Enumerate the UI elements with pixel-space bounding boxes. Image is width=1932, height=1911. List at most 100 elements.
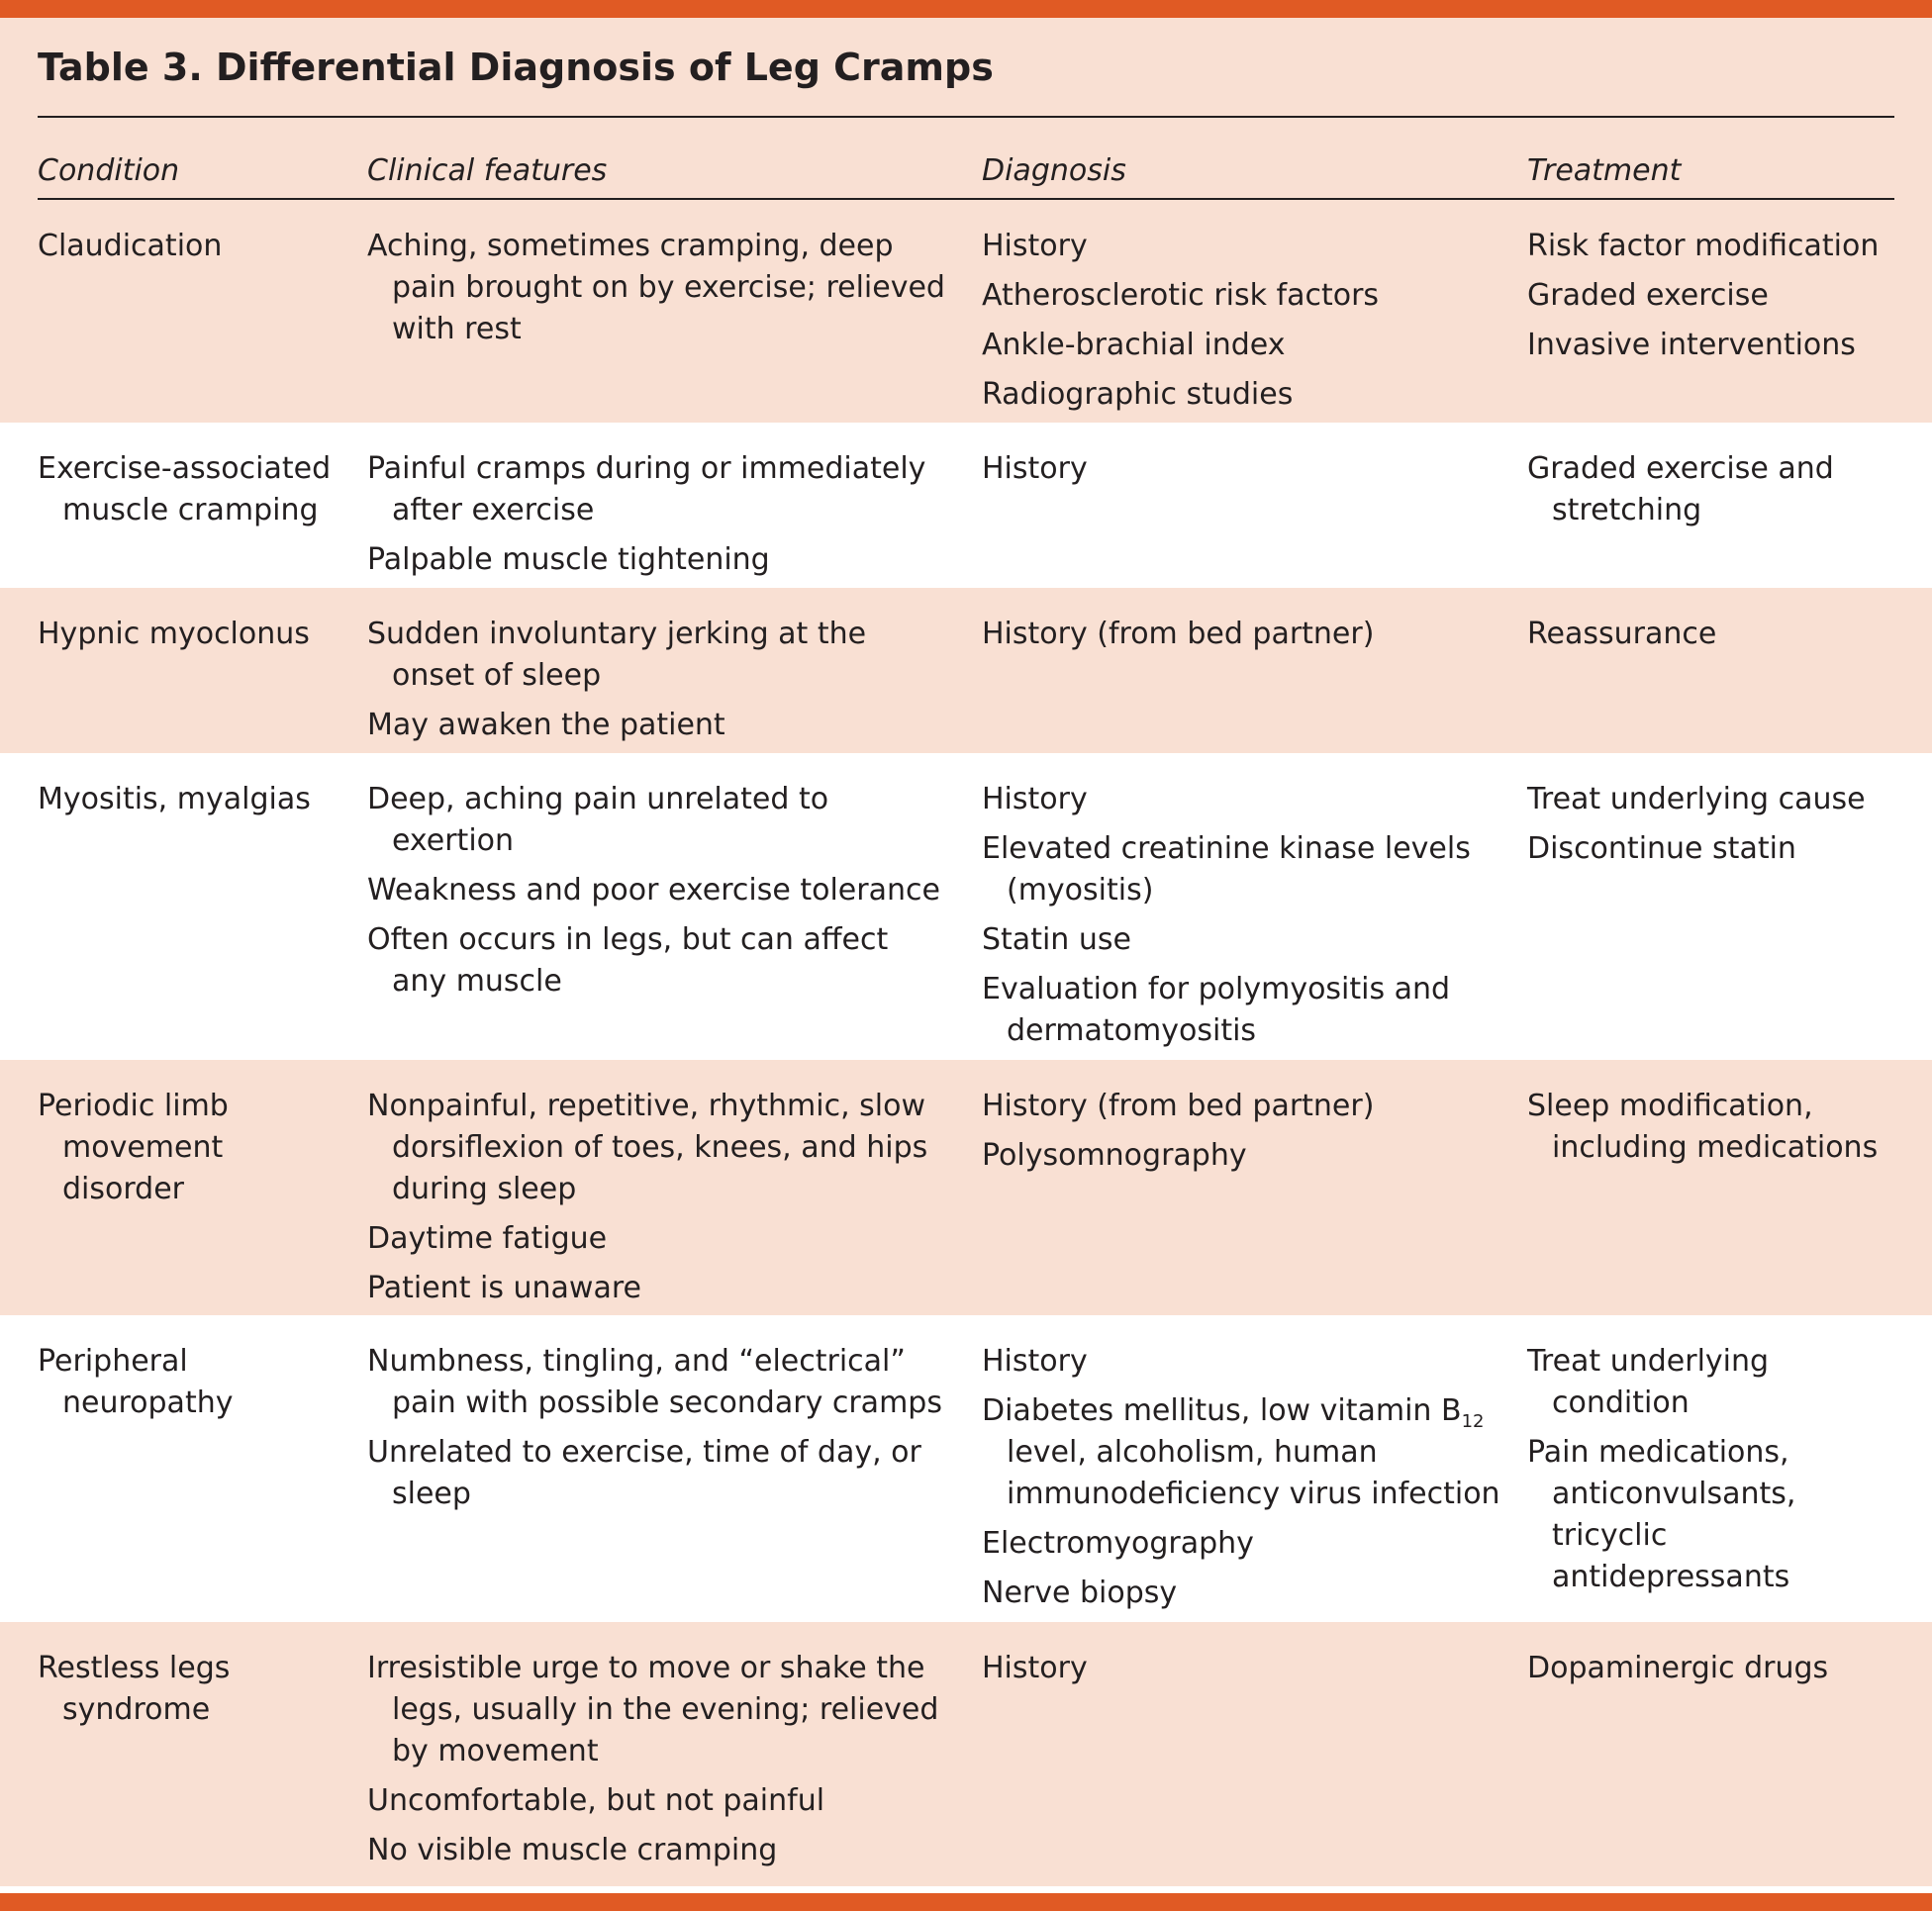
subscript: 12 (1461, 1411, 1485, 1432)
list-item: Palpable muscle tightening (367, 542, 770, 577)
list-item: Daytime fatigue (367, 1221, 608, 1256)
table-row: Periodic limb movement disorder Nonpainfu… (0, 1060, 1932, 1315)
list-item: History (from bed partner) (982, 1089, 1375, 1123)
list-item: Discontinue statin (1527, 831, 1796, 866)
column-header-treatment: Treatment (1527, 153, 1682, 188)
list-item: Invasive interventions (1527, 328, 1856, 362)
list-item: Risk factor modification (1527, 229, 1880, 263)
cell-treatment: Sleep modification, including medication… (1527, 1086, 1913, 1177)
table-row: Restless legs syndrome Irresistible urge … (0, 1622, 1932, 1886)
list-item: Ankle-brachial index (982, 328, 1286, 362)
list-item: Atherosclerotic risk factors (982, 278, 1380, 313)
cell-condition: Claudication (38, 226, 335, 275)
list-item: Weakness and poor exercise tolerance (367, 873, 940, 908)
cell-condition: Periodic limb movement disorder (38, 1086, 335, 1218)
text-part: level, alcoholism, human immunodeficienc… (1007, 1435, 1500, 1511)
list-item: Reassurance (1527, 617, 1717, 651)
list-item: Uncomfortable, but not painful (367, 1783, 825, 1818)
cell-clinical-features: Painful cramps during or immediately aft… (367, 448, 951, 589)
header-rule (38, 198, 1894, 200)
table-body: Claudication Aching, sometimes cramping, … (0, 200, 1932, 1886)
table-row: Claudication Aching, sometimes cramping, … (0, 200, 1932, 423)
cell-condition: Restless legs syndrome (38, 1648, 335, 1739)
list-item: Elevated creatinine kinase levels (myosi… (982, 831, 1471, 908)
column-header-clinical-features: Clinical features (367, 153, 608, 188)
list-item: No visible muscle cramping (367, 1833, 778, 1867)
table-row: Hypnic myoclonus Sudden involuntary jerki… (0, 588, 1932, 753)
cell-treatment: Graded exercise and stretching (1527, 448, 1913, 539)
list-item: Irresistible urge to move or shake the l… (367, 1651, 939, 1768)
list-item: Unrelated to exercise, time of day, or s… (367, 1435, 921, 1511)
list-item: Aching, sometimes cramping, deep pain br… (367, 229, 945, 346)
list-item: Graded exercise and stretching (1527, 451, 1834, 527)
column-header-condition: Condition (38, 153, 180, 188)
list-item: Numbness, tingling, and “electrical” pai… (367, 1344, 942, 1420)
cell-condition: Exercise-associated muscle cramping (38, 448, 335, 539)
list-item: Radiographic studies (982, 377, 1294, 412)
list-item: Deep, aching pain unrelated to exertion (367, 782, 829, 858)
list-item: Nerve biopsy (982, 1576, 1178, 1610)
condition-text: Peripheral neuropathy (38, 1344, 234, 1420)
table-row: Myositis, myalgias Deep, aching pain unre… (0, 753, 1932, 1060)
list-item: Painful cramps during or immediately aft… (367, 451, 926, 527)
list-item: May awaken the patient (367, 708, 725, 742)
list-item: Sudden involuntary jerking at the onset … (367, 617, 867, 693)
bottom-accent-bar (0, 1893, 1932, 1911)
condition-text: Claudication (38, 229, 223, 263)
cell-clinical-features: Irresistible urge to move or shake the l… (367, 1648, 951, 1879)
cell-diagnosis: History (982, 448, 1506, 498)
list-item: Dopaminergic drugs (1527, 1651, 1829, 1685)
list-item: Pain medications, anticonvulsants, tricy… (1527, 1435, 1796, 1594)
cell-condition: Peripheral neuropathy (38, 1341, 335, 1432)
cell-treatment: Reassurance (1527, 614, 1913, 663)
table-row: Exercise-associated muscle cramping Painf… (0, 423, 1932, 588)
list-item: History (982, 782, 1088, 816)
cell-clinical-features: Sudden involuntary jerking at the onset … (367, 614, 951, 754)
list-item: Polysomnography (982, 1138, 1247, 1173)
cell-diagnosis: History (from bed partner) (982, 614, 1506, 663)
cell-clinical-features: Aching, sometimes cramping, deep pain br… (367, 226, 951, 358)
condition-text: Restless legs syndrome (38, 1651, 231, 1727)
condition-text: Exercise-associated muscle cramping (38, 451, 332, 527)
list-item: Diabetes mellitus, low vitamin B12 level… (982, 1390, 1506, 1515)
text-part: Diabetes mellitus, low vitamin B (982, 1393, 1462, 1428)
condition-text: Hypnic myoclonus (38, 617, 310, 651)
cell-treatment: Dopaminergic drugs (1527, 1648, 1913, 1697)
list-item: Treat underlying cause (1527, 782, 1866, 816)
column-header-diagnosis: Diagnosis (982, 153, 1126, 188)
cell-diagnosis: History (from bed partner) Polysomnograph… (982, 1086, 1506, 1185)
list-item: Electromyography (982, 1526, 1254, 1561)
condition-text: Periodic limb movement disorder (38, 1089, 229, 1206)
list-item: History (982, 451, 1088, 486)
cell-clinical-features: Numbness, tingling, and “electrical” pai… (367, 1341, 951, 1523)
top-accent-bar (0, 0, 1932, 18)
table-row: Peripheral neuropathy Numbness, tingling,… (0, 1315, 1932, 1622)
cell-diagnosis: History (982, 1648, 1506, 1697)
list-item: History (from bed partner) (982, 617, 1375, 651)
list-item: Graded exercise (1527, 278, 1769, 313)
condition-text: Myositis, myalgias (38, 782, 311, 816)
list-item: Often occurs in legs, but can affect any… (367, 922, 889, 999)
list-item: Nonpainful, repetitive, rhythmic, slow d… (367, 1089, 928, 1206)
list-item: History (982, 1651, 1088, 1685)
cell-condition: Hypnic myoclonus (38, 614, 335, 663)
list-item: Sleep modification, including medication… (1527, 1089, 1879, 1165)
list-item: Statin use (982, 922, 1131, 957)
list-item: Evaluation for polymyositis and dermatom… (982, 972, 1451, 1048)
list-item: Treat underlying condition (1527, 1344, 1770, 1420)
cell-condition: Myositis, myalgias (38, 779, 335, 828)
list-item: Patient is unaware (367, 1271, 641, 1305)
list-item: History (982, 1344, 1088, 1379)
list-item: History (982, 229, 1088, 263)
table-title: Table 3. Differential Diagnosis of Leg C… (38, 46, 994, 89)
cell-clinical-features: Nonpainful, repetitive, rhythmic, slow d… (367, 1086, 951, 1317)
title-rule (38, 116, 1894, 118)
